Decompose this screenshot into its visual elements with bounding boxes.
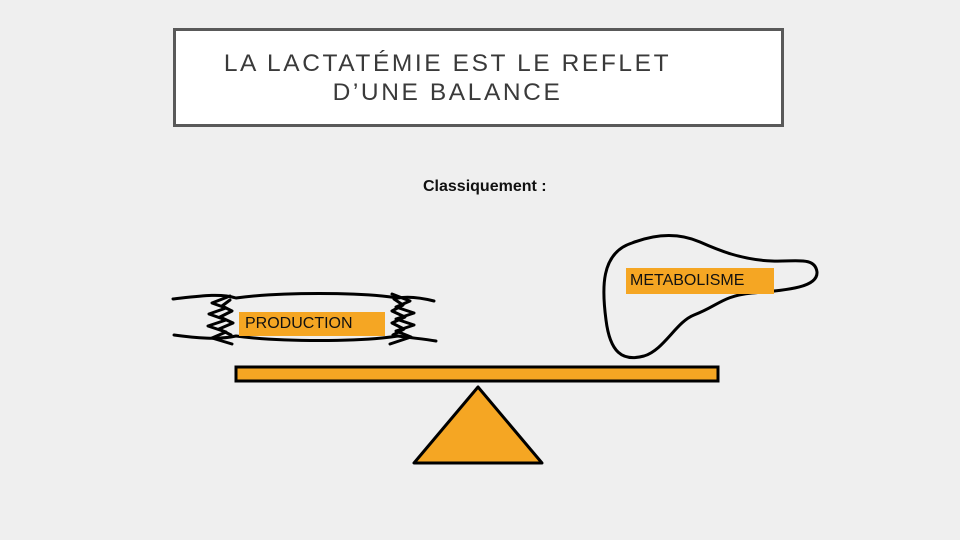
fulcrum-triangle (412, 385, 544, 465)
subtitle: Classiquement : (423, 178, 547, 195)
title-box: LA LACTATÉMIE EST LE REFLET D’UNE BALANC… (173, 28, 784, 127)
balance-beam (234, 365, 720, 383)
title-line-1: LA LACTATÉMIE EST LE REFLET (223, 49, 672, 77)
liver-icon (602, 234, 819, 360)
muscle-icon (171, 292, 438, 346)
title-line-2: D’UNE BALANCE (332, 78, 563, 106)
metabolisme-label: METABOLISME (626, 268, 774, 294)
production-label: PRODUCTION (239, 312, 385, 336)
